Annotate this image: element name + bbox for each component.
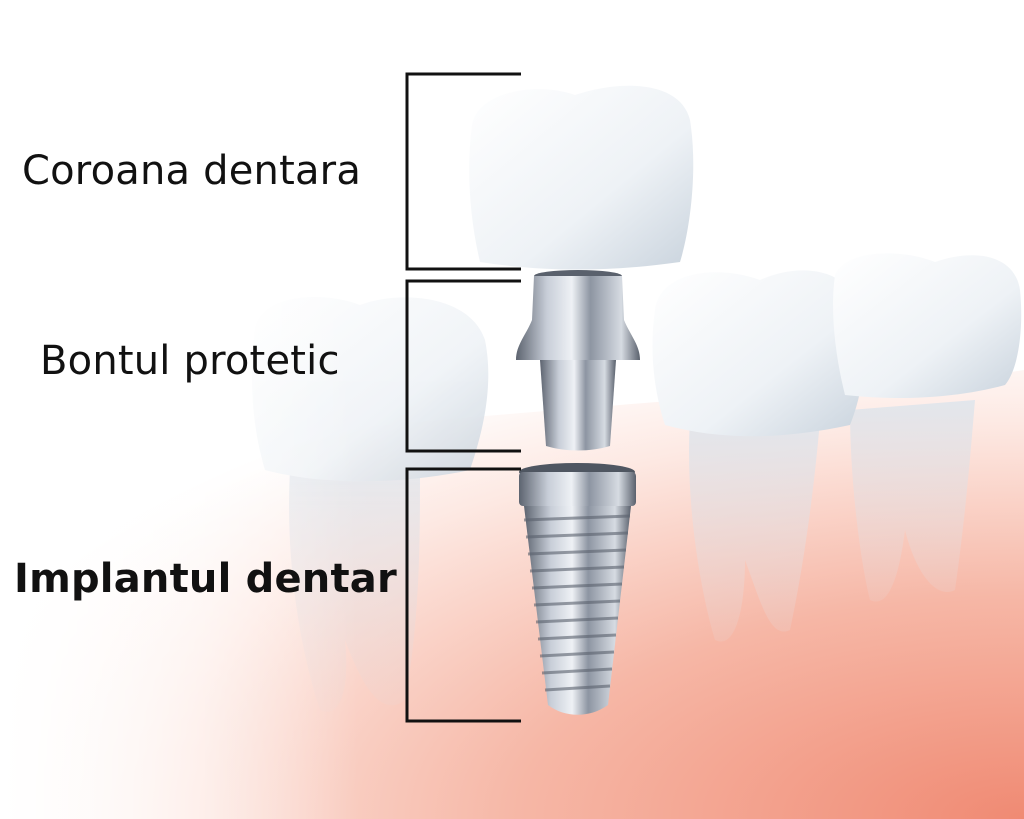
implant-screw — [519, 463, 636, 715]
abutment — [516, 270, 640, 451]
label-crown: Coroana dentara — [22, 148, 362, 194]
dental-crown — [469, 85, 694, 270]
label-abutment: Bontul protetic — [40, 338, 340, 384]
bracket-abutment — [405, 279, 521, 453]
bracket-crown — [405, 72, 521, 271]
label-implant: Implantul dentar — [14, 556, 397, 602]
bracket-implant — [405, 467, 521, 723]
